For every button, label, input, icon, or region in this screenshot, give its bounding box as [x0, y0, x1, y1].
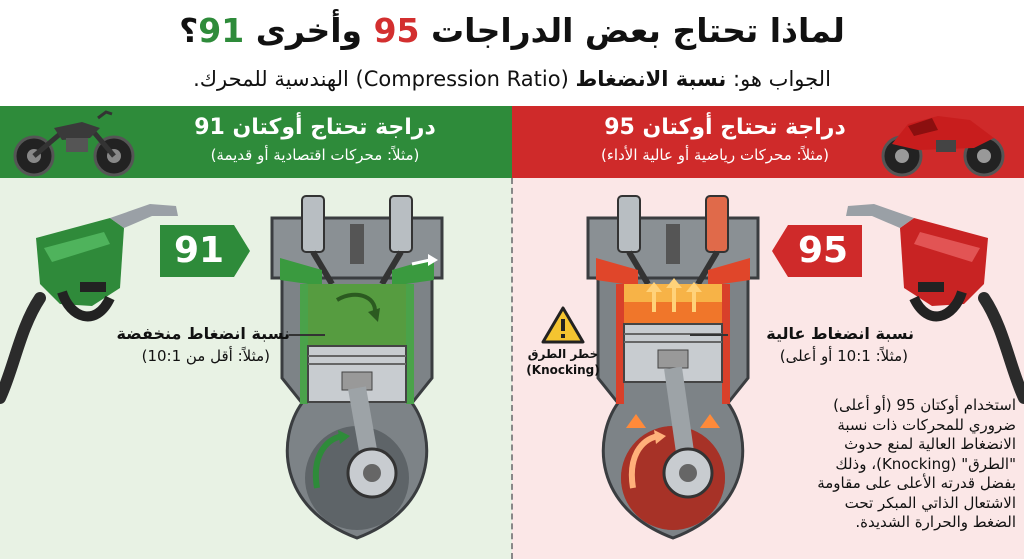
warning-triangle-icon: [541, 306, 585, 344]
explanation-line: الضغط والحرارة الشديدة.: [855, 513, 1016, 531]
explanation-line: "الطرق" (Knocking)، وذلك: [835, 454, 1016, 473]
left-compression-note: (مثلاً: أقل من 10:1): [141, 347, 270, 365]
right-pointer-line: [690, 334, 728, 336]
fuel-nozzle-icon: [846, 204, 1024, 404]
right-compression-label: نسبة انضغاط عالية: [766, 324, 914, 343]
octane-95-label: 95: [797, 230, 849, 271]
octane-tag-shape: [772, 225, 862, 277]
answer-subtitle: الجواب هو: نسبة الانضغاط (Compression Ra…: [0, 62, 1024, 96]
left-compression-label: نسبة انضغاط منخفضة: [116, 324, 290, 343]
answer-bold: نسبة الانضغاط: [575, 67, 727, 91]
fuel-nozzle-icon: [0, 204, 178, 404]
engine-cutaway-low-compression: [270, 195, 444, 540]
octane-tag-shape: [160, 225, 250, 277]
left-subtitle: (مثلاً: محركات اقتصادية أو قديمة): [210, 146, 420, 164]
explanation-paragraph: استخدام أوكتان 95 (أو أعلى) ضروري للمحرك…: [758, 396, 1016, 533]
octane-91-tag: 91: [160, 225, 250, 277]
title-mid: وأخرى: [255, 11, 363, 50]
motorcycle-icon: [13, 110, 135, 177]
answer-prefix: الجواب هو:: [733, 67, 831, 91]
explanation-line: بفضل قدرته الأعلى على مقاومة: [817, 474, 1016, 492]
explanation-line: ضروري للمحركات ذات نسبة: [837, 415, 1016, 434]
motorcycle-icon: [881, 116, 1005, 177]
explanation-line: الاشتعال الذاتي المبكر تحت: [844, 493, 1016, 512]
title-prefix: لماذا تحتاج بعض الدراجات: [431, 11, 845, 50]
right-title: دراجة تحتاج أوكتان 95: [604, 115, 846, 140]
right-subtitle: (مثلاً: محركات رياضية أو عالية الأداء): [601, 146, 829, 164]
explanation-line: استخدام أوكتان 95 (أو أعلى): [833, 396, 1016, 414]
warning-label-ar: خطر الطرق: [527, 347, 599, 361]
explanation-line: الانضغاط العالية لمنع حدوث: [844, 435, 1016, 453]
left-title: دراجة تحتاج أوكتان 91: [194, 115, 436, 140]
title-octane-91: 91: [198, 11, 245, 50]
title-question-mark: ؟: [179, 11, 199, 50]
octane-95-tag: 95: [772, 225, 862, 277]
warning-label-en: (Knocking): [526, 363, 600, 377]
title-octane-95: 95: [373, 11, 420, 50]
page-title: لماذا تحتاج بعض الدراجات 95 وأخرى 91؟: [0, 6, 1024, 56]
center-divider: [511, 178, 513, 559]
octane-91-label: 91: [173, 230, 225, 271]
answer-suffix: الهندسية للمحرك.: [193, 67, 349, 91]
engine-cutaway-high-compression: [586, 195, 760, 540]
right-compression-note: (مثلاً: 10:1 أو أعلى): [779, 347, 908, 365]
left-pointer-line: [289, 334, 325, 336]
answer-english: (Compression Ratio): [355, 67, 569, 91]
